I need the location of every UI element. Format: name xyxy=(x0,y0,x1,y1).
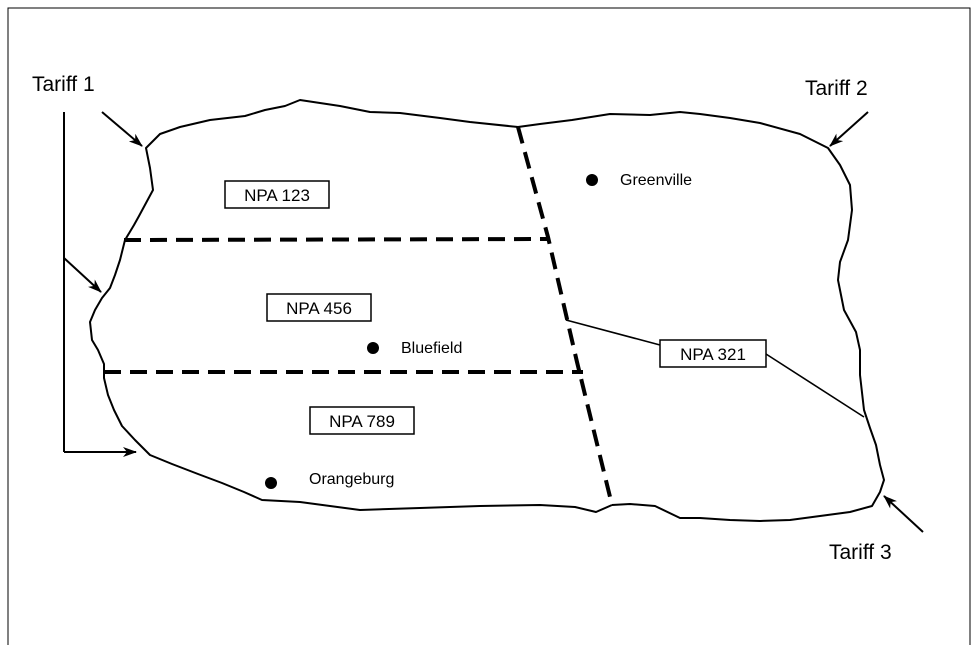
tariff-1-region-boundary xyxy=(89,99,613,513)
npa-321-leader-left xyxy=(565,319,661,346)
tariff-2-label: Tariff 2 xyxy=(805,77,868,100)
npa-456-box xyxy=(266,293,372,322)
npa-321-boundary-dashed xyxy=(516,126,614,506)
bluefield-city-dot xyxy=(367,342,379,354)
greenville-city-dot xyxy=(586,174,598,186)
npa-321-box xyxy=(659,339,767,368)
orangeburg-city-dot xyxy=(265,477,277,489)
orangeburg-label: Orangeburg xyxy=(309,471,394,488)
bluefield-label: Bluefield xyxy=(401,340,462,357)
npa-789-label: NPA 789 xyxy=(329,412,395,431)
npa-123-label: NPA 123 xyxy=(244,186,310,205)
tariff-1-arrow-middle xyxy=(63,257,102,293)
tariff-2-3-region-boundary xyxy=(517,111,885,522)
npa-789-box xyxy=(309,406,415,435)
npa-321-label: NPA 321 xyxy=(680,345,746,364)
npa-123-456-boundary-dashed xyxy=(123,237,549,242)
npa-123-box xyxy=(224,180,330,209)
tariff-1-arrow-top xyxy=(101,111,143,147)
npa-321-leader-right xyxy=(765,353,865,418)
greenville-label: Greenville xyxy=(620,172,692,189)
tariff-1-label: Tariff 1 xyxy=(32,73,95,96)
tariff-2-arrow xyxy=(829,111,869,147)
tariff-3-label: Tariff 3 xyxy=(829,541,892,564)
npa-456-label: NPA 456 xyxy=(286,299,352,318)
figure-frame xyxy=(7,7,971,645)
tariff-3-arrow xyxy=(883,495,924,533)
